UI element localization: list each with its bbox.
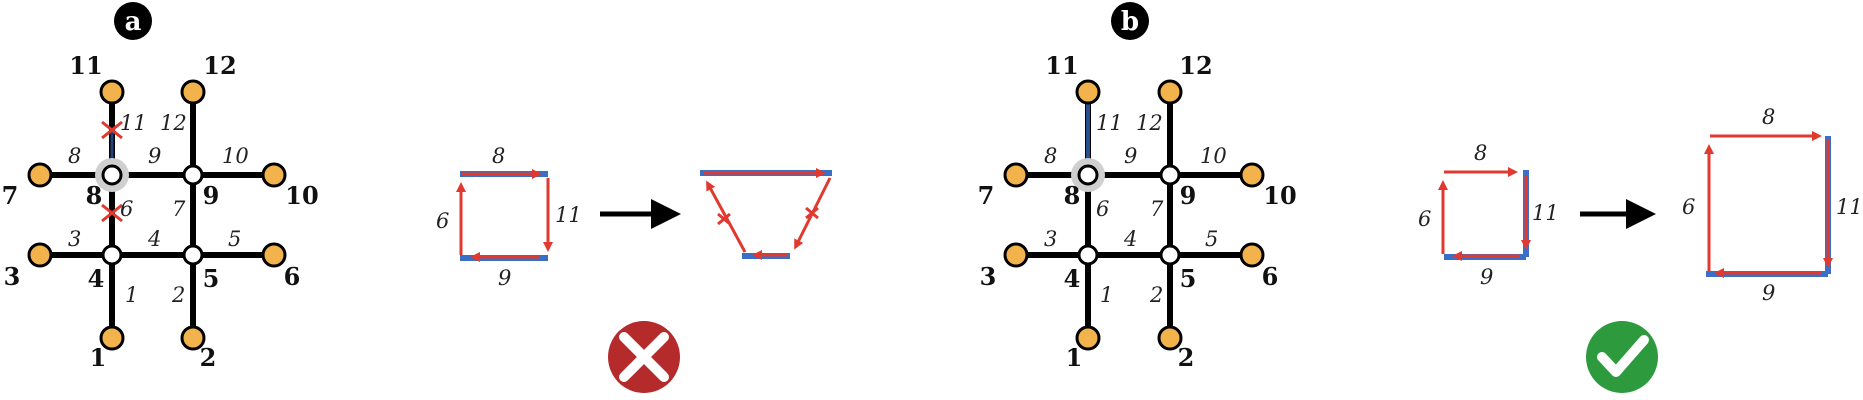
expanded-loop: 8 11 9 6 [1682, 105, 1863, 305]
edge-label: 7 [1150, 197, 1164, 221]
graph-edges [1013, 89, 1255, 341]
edge-label: 8 [1044, 144, 1057, 168]
edge-label: 11 [1096, 111, 1123, 135]
node-label: 10 [285, 181, 318, 210]
loop-edge-label: 9 [1480, 265, 1493, 289]
loop-edge-label: 8 [492, 144, 505, 168]
loop-edge-label: 9 [1762, 281, 1775, 305]
edge-label: 7 [172, 197, 186, 221]
edge-label: 9 [1124, 144, 1137, 168]
edge-label: 1 [125, 283, 138, 307]
edge-label: 10 [1200, 144, 1227, 168]
node-label: 1 [1066, 343, 1083, 372]
edge-label: 10 [222, 144, 249, 168]
edge-label: 3 [1044, 227, 1057, 251]
node-label: 1 [90, 343, 107, 372]
edge-label: 2 [1149, 283, 1163, 307]
node-label: 3 [980, 262, 997, 291]
node-label: 3 [4, 262, 21, 291]
edge-label: 2 [171, 283, 185, 307]
edge-label: 1 [1100, 283, 1113, 307]
node-label: 2 [200, 343, 217, 372]
leaf-nodes [27, 79, 287, 351]
node-label: 2 [1178, 343, 1195, 372]
panel-label: b [1121, 7, 1139, 37]
node-label: 5 [1180, 264, 1197, 293]
panel-a: a [2, 2, 832, 393]
node-label: 9 [203, 181, 220, 210]
loop-edge-label: 11 [555, 203, 582, 227]
node-label: 5 [203, 264, 220, 293]
loop-square: 8 11 9 6 [1418, 141, 1559, 289]
edge-label: 8 [68, 144, 81, 168]
leaf-nodes [1003, 79, 1265, 351]
node-label: 7 [978, 181, 995, 210]
loop-edge-label: 6 [1418, 207, 1431, 231]
loop-edge-label: 8 [1762, 105, 1775, 129]
node-label: 6 [1262, 262, 1279, 291]
edge-label: 9 [148, 144, 161, 168]
node-label: 10 [1263, 181, 1296, 210]
loop-edge-label: 9 [498, 266, 511, 290]
loop-edge-label: 11 [1836, 195, 1863, 219]
internal-nodes [1077, 164, 1181, 266]
edge-label: 12 [1136, 111, 1163, 135]
cut-markers [101, 120, 123, 223]
graph-edges [37, 89, 277, 341]
edge-label: 12 [160, 111, 187, 135]
edge-label: 4 [1123, 227, 1137, 251]
loop-square: 8 11 9 6 [436, 144, 582, 290]
edge-label: 5 [1205, 227, 1218, 251]
node-label: 12 [1179, 51, 1212, 80]
node-label: 12 [203, 51, 236, 80]
loop-edge-label: 11 [1532, 201, 1559, 225]
node-label: 8 [1064, 181, 1081, 210]
edge-label: 5 [228, 227, 241, 251]
node-label: 7 [2, 181, 19, 210]
edge-label: 6 [120, 197, 133, 221]
loop-edge-label: 6 [1682, 195, 1695, 219]
edge-label: 11 [120, 111, 147, 135]
loop-edge-label: 6 [436, 209, 449, 233]
node-label: 4 [1064, 264, 1081, 293]
node-label: 9 [1180, 181, 1197, 210]
panel-b: b 1 2 3 4 5 6 [978, 2, 1863, 393]
panel-label-badge [114, 2, 152, 40]
panel-label: a [125, 7, 142, 37]
edge-label: 3 [68, 227, 81, 251]
node-label: 11 [1045, 51, 1078, 80]
loop-edge-label: 8 [1474, 141, 1487, 165]
node-label: 11 [69, 51, 102, 80]
edge-label: 4 [147, 227, 161, 251]
panel-label-badge [1111, 2, 1149, 40]
node-label: 4 [88, 264, 105, 293]
collapsed-loop [700, 168, 832, 260]
cross-icon [608, 321, 680, 393]
edge-label: 6 [1096, 197, 1109, 221]
node-label: 6 [284, 262, 301, 291]
node-label: 8 [86, 181, 103, 210]
check-icon [1586, 321, 1658, 393]
internal-nodes [101, 164, 204, 266]
